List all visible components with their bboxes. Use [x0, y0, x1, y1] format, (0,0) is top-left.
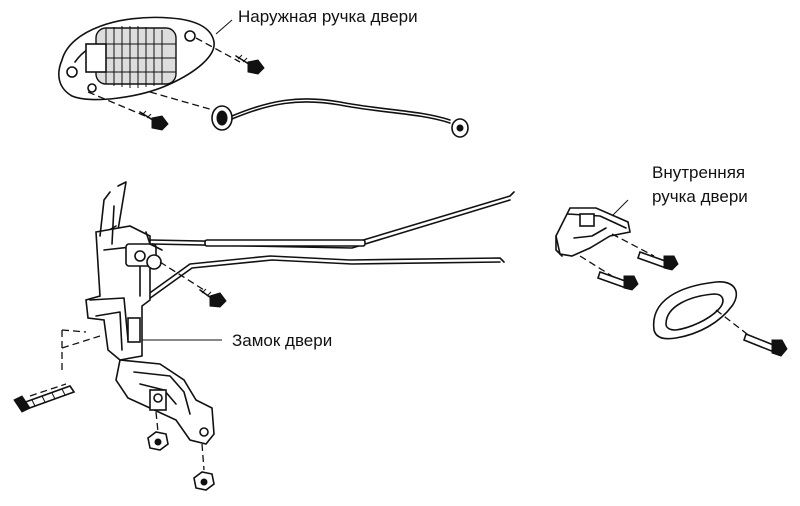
bolt-icon — [139, 110, 169, 131]
inner-handle-label-line2: ручка двери — [652, 187, 748, 206]
screw-icon — [13, 385, 76, 413]
screw-icon — [596, 270, 639, 291]
door-lock-assembly — [13, 191, 227, 491]
screw-icon — [636, 250, 679, 271]
screw-icon — [743, 332, 788, 357]
handle-bezel-icon — [652, 281, 738, 340]
bolt-icon — [235, 54, 265, 75]
door-lock-label: Замок двери — [232, 331, 333, 350]
nut-icon — [193, 471, 215, 491]
bolt-icon — [199, 288, 227, 308]
inner-handle-label-line1: Внутренняя — [652, 163, 746, 182]
nut-icon — [147, 431, 169, 451]
rods — [103, 181, 515, 305]
cable-grommet-icon — [211, 105, 233, 131]
cable-end-icon — [451, 118, 469, 138]
inner-handle-assembly — [555, 199, 788, 357]
outer-handle-assembly — [58, 16, 469, 138]
outer-handle-label: Наружная ручка двери — [238, 7, 418, 26]
